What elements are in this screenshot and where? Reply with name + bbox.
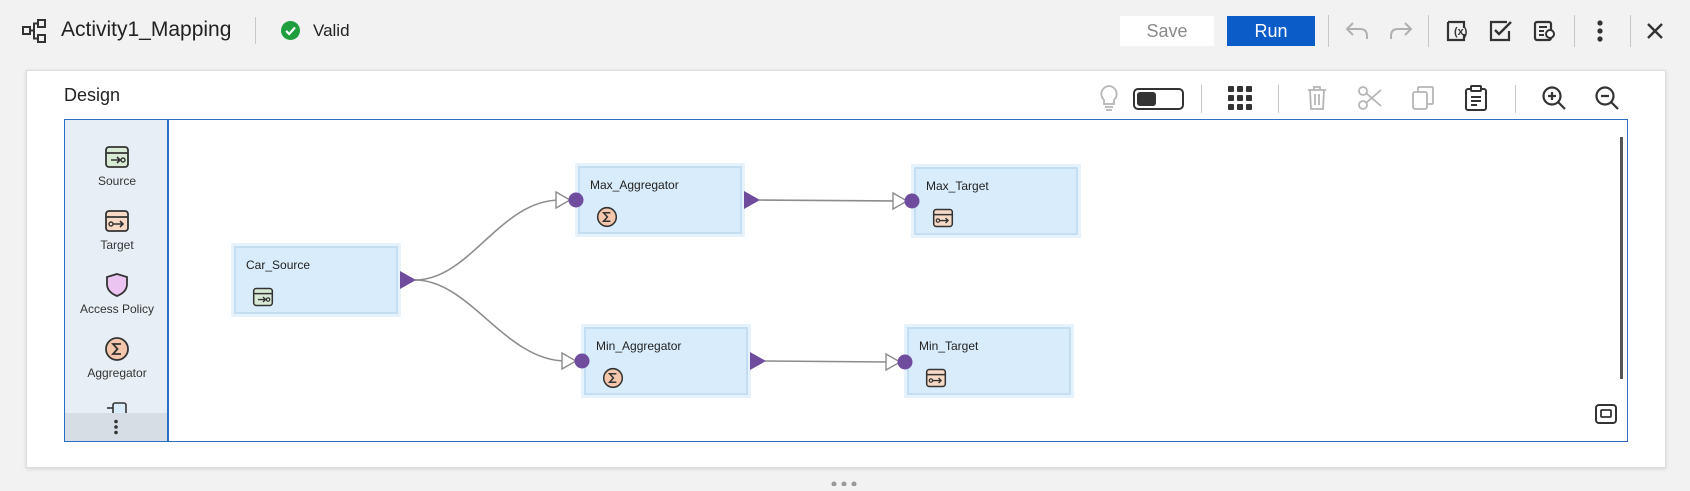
link-arrowhead <box>555 190 572 210</box>
palette-item-access-policy[interactable]: Access Policy <box>65 272 167 316</box>
divider <box>1278 85 1279 113</box>
divider <box>1574 15 1575 47</box>
resize-grip[interactable] <box>830 473 862 487</box>
palette-item-aggregator[interactable]: Aggregator <box>65 336 167 380</box>
aggregator-icon <box>602 367 624 389</box>
run-button[interactable]: Run <box>1227 16 1315 46</box>
link-layer <box>414 190 909 372</box>
vertical-scrollbar[interactable] <box>1620 137 1623 379</box>
divider <box>255 17 256 44</box>
input-port[interactable] <box>574 353 590 369</box>
output-port[interactable] <box>750 352 766 370</box>
link-arrowhead <box>892 191 909 211</box>
input-port[interactable] <box>904 193 920 209</box>
port-layer <box>400 191 920 370</box>
target-icon <box>925 367 947 389</box>
palette-item-label: Access Policy <box>79 302 155 316</box>
output-port[interactable] <box>400 271 416 289</box>
node-max-aggregator[interactable]: Max_Aggregator <box>578 166 742 234</box>
zoom-out-icon[interactable] <box>1591 82 1623 114</box>
aggregator-icon <box>104 336 130 362</box>
palette-item-target[interactable]: Target <box>65 208 167 252</box>
node-label: Min_Aggregator <box>596 339 682 353</box>
palette-item-source[interactable]: Source <box>65 144 167 188</box>
source-icon <box>104 144 130 170</box>
mapping-title: Activity1_Mapping <box>61 18 232 41</box>
grid-icon[interactable] <box>1224 82 1256 114</box>
node-min-aggregator[interactable]: Min_Aggregator <box>584 327 748 395</box>
more-vertical-icon[interactable] <box>1585 16 1615 46</box>
divider <box>1201 85 1202 113</box>
aggregator-icon <box>596 206 618 228</box>
transformation-palette: Source Target Access Policy Aggregator <box>65 120 169 441</box>
valid-check-icon <box>281 21 300 40</box>
node-car-source[interactable]: Car_Source <box>234 246 398 314</box>
divider <box>1328 15 1329 47</box>
node-label: Max_Aggregator <box>590 178 679 192</box>
validate-icon[interactable] <box>1486 16 1516 46</box>
delete-icon[interactable] <box>1301 82 1333 114</box>
top-bar: Activity1_Mapping Valid Save Run (x) <box>0 0 1690 62</box>
properties-icon[interactable] <box>1530 16 1560 46</box>
toggle-switch[interactable] <box>1133 88 1184 110</box>
link-min-aggregator-to-min-target[interactable] <box>764 360 890 363</box>
link-arrowhead <box>885 352 902 372</box>
palette-item-label: Target <box>100 238 134 252</box>
node-label: Car_Source <box>246 258 311 272</box>
design-title: Design <box>64 85 121 105</box>
link-car-source-to-min-aggregator[interactable] <box>414 279 567 362</box>
target-icon <box>104 208 130 234</box>
palette-more-button[interactable] <box>65 413 169 441</box>
redo-icon[interactable] <box>1386 16 1416 46</box>
paste-icon[interactable] <box>1460 82 1492 114</box>
svg-text:(x): (x) <box>1454 26 1468 38</box>
link-max-aggregator-to-max-target[interactable] <box>758 199 897 202</box>
node-label: Min_Target <box>919 339 979 353</box>
cut-icon[interactable] <box>1354 82 1386 114</box>
clear-icon[interactable]: (x) <box>1442 16 1472 46</box>
undo-icon[interactable] <box>1342 16 1372 46</box>
node-label: Max_Target <box>926 179 989 193</box>
access-policy-icon <box>104 272 130 298</box>
palette-item-label: Aggregator <box>87 366 147 380</box>
validation-status: Valid <box>313 21 350 40</box>
toggle-knob <box>1137 92 1156 106</box>
save-button[interactable]: Save <box>1120 16 1214 46</box>
copy-icon[interactable] <box>1407 82 1439 114</box>
close-icon[interactable] <box>1640 16 1670 46</box>
mapping-icon <box>22 18 48 44</box>
source-icon <box>252 286 274 308</box>
input-port[interactable] <box>568 192 584 208</box>
node-max-target[interactable]: Max_Target <box>914 167 1078 235</box>
palette-item-label: Source <box>97 174 137 188</box>
zoom-in-icon[interactable] <box>1538 82 1570 114</box>
divider <box>1630 15 1631 47</box>
lightbulb-icon[interactable] <box>1093 82 1125 114</box>
input-port[interactable] <box>897 354 913 370</box>
divider <box>1428 15 1429 47</box>
link-car-source-to-max-aggregator[interactable] <box>414 199 561 281</box>
link-arrowhead <box>561 351 578 371</box>
divider <box>1515 85 1516 113</box>
output-port[interactable] <box>744 191 760 209</box>
target-icon <box>932 207 954 229</box>
fit-to-screen-icon[interactable] <box>1594 402 1618 426</box>
